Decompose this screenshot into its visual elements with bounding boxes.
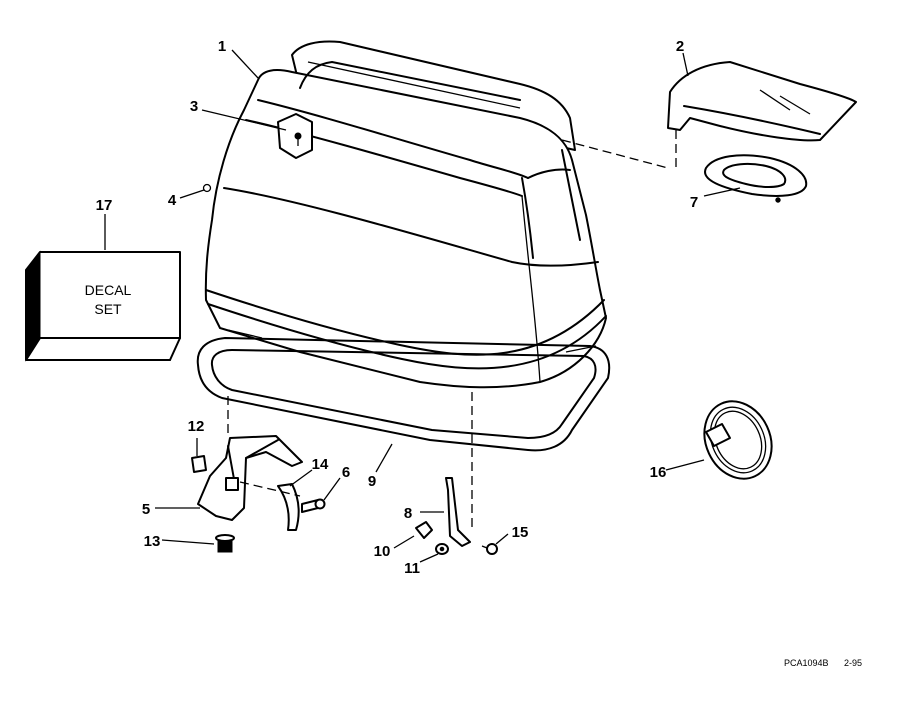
- callout-12: 12: [188, 418, 205, 435]
- screw-15: [481, 543, 498, 555]
- washer-11: [435, 543, 449, 555]
- callout-1: 1: [218, 38, 226, 55]
- screw-4: [202, 183, 212, 193]
- decal-set-box: [25, 250, 181, 362]
- leader-lines: [104, 49, 741, 563]
- decal-label-line1: DECAL: [85, 282, 132, 298]
- gasket: [704, 154, 808, 203]
- decal-label-line2: SET: [94, 301, 122, 317]
- drawing-code: PCA1094B: [784, 658, 829, 668]
- callout-5: 5: [142, 501, 150, 518]
- callout-11: 11: [404, 560, 420, 577]
- vent-plate: [277, 113, 313, 159]
- engine-cover: [204, 40, 607, 389]
- clip-14: [277, 483, 300, 531]
- callout-13: 13: [144, 533, 161, 550]
- nut-12: [191, 455, 207, 473]
- callout-10: 10: [374, 543, 391, 560]
- callout-15: 15: [512, 524, 529, 541]
- callout-7: 7: [690, 194, 698, 211]
- grommet-13: [215, 534, 235, 553]
- callout-8: 8: [404, 505, 412, 522]
- drawing-date: 2-95: [844, 658, 862, 668]
- callout-16: 16: [650, 464, 667, 481]
- callout-4: 4: [168, 192, 177, 209]
- latch-8: [445, 477, 471, 547]
- cable-coil: [703, 400, 773, 480]
- nut-10: [415, 521, 433, 539]
- callout-3: 3: [190, 98, 198, 115]
- callout-14: 14: [312, 456, 329, 473]
- bracket: [197, 435, 303, 521]
- callout-17: 17: [96, 197, 113, 214]
- callout-9: 9: [368, 473, 376, 490]
- top-cap: [667, 61, 857, 142]
- assembly-lines: [227, 130, 677, 530]
- bolt-6: [301, 498, 326, 513]
- callout-labels: 1 2 3 4 17 5 6 7 8 9 10 11 12 13 14 15 1…: [96, 38, 699, 577]
- callout-6: 6: [342, 464, 350, 481]
- seal-ring: [196, 329, 611, 452]
- callout-2: 2: [676, 38, 684, 55]
